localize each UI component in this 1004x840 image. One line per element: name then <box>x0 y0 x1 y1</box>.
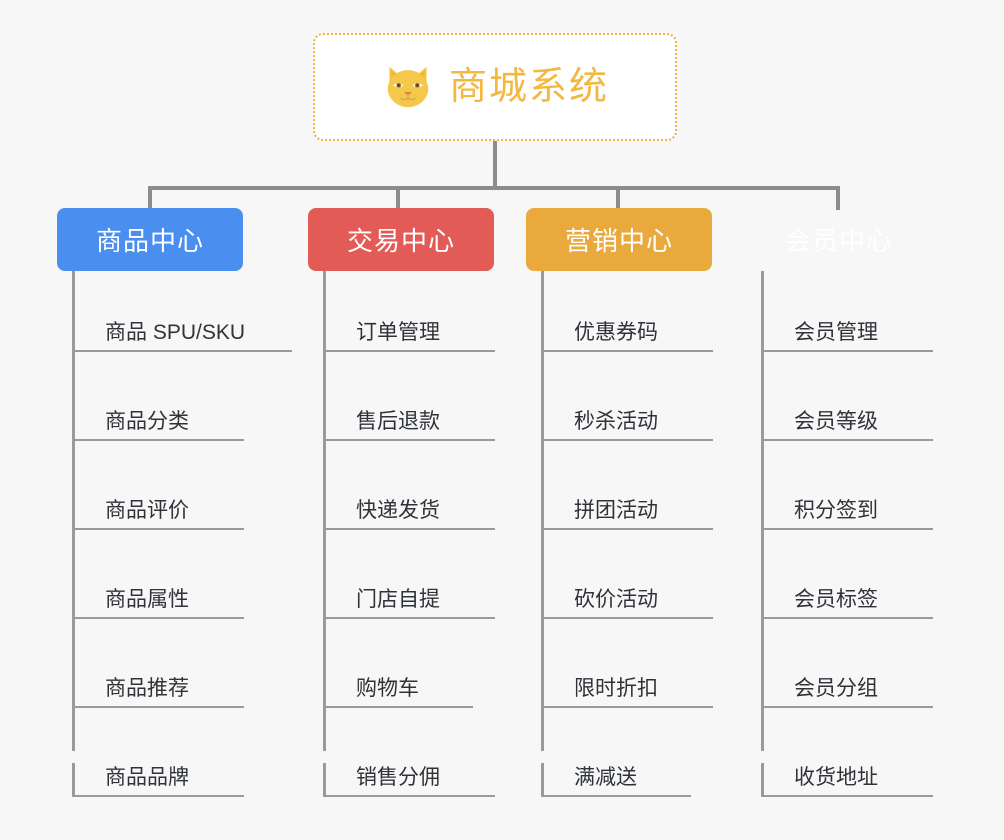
root-title: 商城系统 <box>448 66 609 108</box>
drop-connector-4 <box>836 186 840 210</box>
root-stem-connector <box>493 141 497 188</box>
category-label-2: 交易中心 <box>346 226 455 256</box>
drop-connector-3 <box>616 186 620 210</box>
leaf-label: 商品属性 <box>105 587 189 611</box>
leaf-item[interactable]: 砍价活动 <box>541 585 713 619</box>
leaf-item[interactable]: 秒杀活动 <box>541 407 713 441</box>
leaf-label: 会员管理 <box>794 320 878 344</box>
category-header-1[interactable]: 商品中心 <box>57 208 243 271</box>
leaf-label: 会员等级 <box>794 409 878 433</box>
leaf-item[interactable]: 会员等级 <box>761 407 933 441</box>
leaf-item[interactable]: 收货地址 <box>761 763 933 797</box>
category-label-3: 营销中心 <box>564 226 673 256</box>
leaf-item[interactable]: 商品评价 <box>72 496 244 530</box>
leaf-item[interactable]: 优惠券码 <box>541 318 713 352</box>
category-header-4[interactable]: 会员中心 <box>746 208 932 271</box>
leaf-item[interactable]: 订单管理 <box>323 318 495 352</box>
leaf-item[interactable]: 满减送 <box>541 763 691 797</box>
leaf-label: 订单管理 <box>356 320 440 344</box>
leaf-item[interactable]: 快递发货 <box>323 496 495 530</box>
leaf-item[interactable]: 商品品牌 <box>72 763 244 797</box>
leaf-label: 优惠券码 <box>574 320 658 344</box>
shiba-dog-face-icon <box>387 66 429 108</box>
leaf-item[interactable]: 门店自提 <box>323 585 495 619</box>
leaf-item[interactable]: 商品属性 <box>72 585 244 619</box>
leaf-label: 砍价活动 <box>574 587 658 611</box>
leaf-label: 商品 SPU/SKU <box>105 320 246 344</box>
leaf-label: 会员分组 <box>794 676 878 700</box>
leaf-label: 销售分佣 <box>356 765 440 789</box>
category-label-4: 会员中心 <box>784 226 893 256</box>
leaf-label: 拼团活动 <box>574 498 658 522</box>
leaf-label: 秒杀活动 <box>574 409 658 433</box>
leaf-item[interactable]: 销售分佣 <box>323 763 495 797</box>
leaf-item[interactable]: 会员分组 <box>761 674 933 708</box>
leaf-item[interactable]: 积分签到 <box>761 496 933 530</box>
drop-connector-1 <box>148 186 152 210</box>
leaf-label: 商品评价 <box>105 498 189 522</box>
leaf-item[interactable]: 商品 SPU/SKU <box>72 318 292 352</box>
leaf-label: 限时折扣 <box>574 676 658 700</box>
leaf-item[interactable]: 会员标签 <box>761 585 933 619</box>
leaf-item[interactable]: 限时折扣 <box>541 674 713 708</box>
drop-connector-2 <box>396 186 400 210</box>
horizontal-bus-connector <box>148 186 840 190</box>
leaf-label: 商品分类 <box>105 409 189 433</box>
leaf-label: 商品品牌 <box>105 765 189 789</box>
category-label-1: 商品中心 <box>95 226 204 256</box>
leaf-item[interactable]: 会员管理 <box>761 318 933 352</box>
leaf-label: 会员标签 <box>794 587 878 611</box>
leaf-label: 门店自提 <box>356 587 440 611</box>
leaf-label: 收货地址 <box>794 765 878 789</box>
leaf-label: 售后退款 <box>356 409 440 433</box>
leaf-label: 快递发货 <box>356 498 440 522</box>
leaf-item[interactable]: 商品推荐 <box>72 674 244 708</box>
leaf-item[interactable]: 拼团活动 <box>541 496 713 530</box>
leaf-label: 购物车 <box>356 676 419 700</box>
leaf-label: 积分签到 <box>794 498 878 522</box>
leaf-item[interactable]: 购物车 <box>323 674 473 708</box>
leaf-item[interactable]: 商品分类 <box>72 407 244 441</box>
leaf-label: 商品推荐 <box>105 676 189 700</box>
category-header-3[interactable]: 营销中心 <box>526 208 712 271</box>
leaf-item[interactable]: 售后退款 <box>323 407 495 441</box>
leaf-label: 满减送 <box>574 765 637 789</box>
category-header-2[interactable]: 交易中心 <box>308 208 494 271</box>
root-node[interactable]: 商城系统 <box>313 33 677 141</box>
